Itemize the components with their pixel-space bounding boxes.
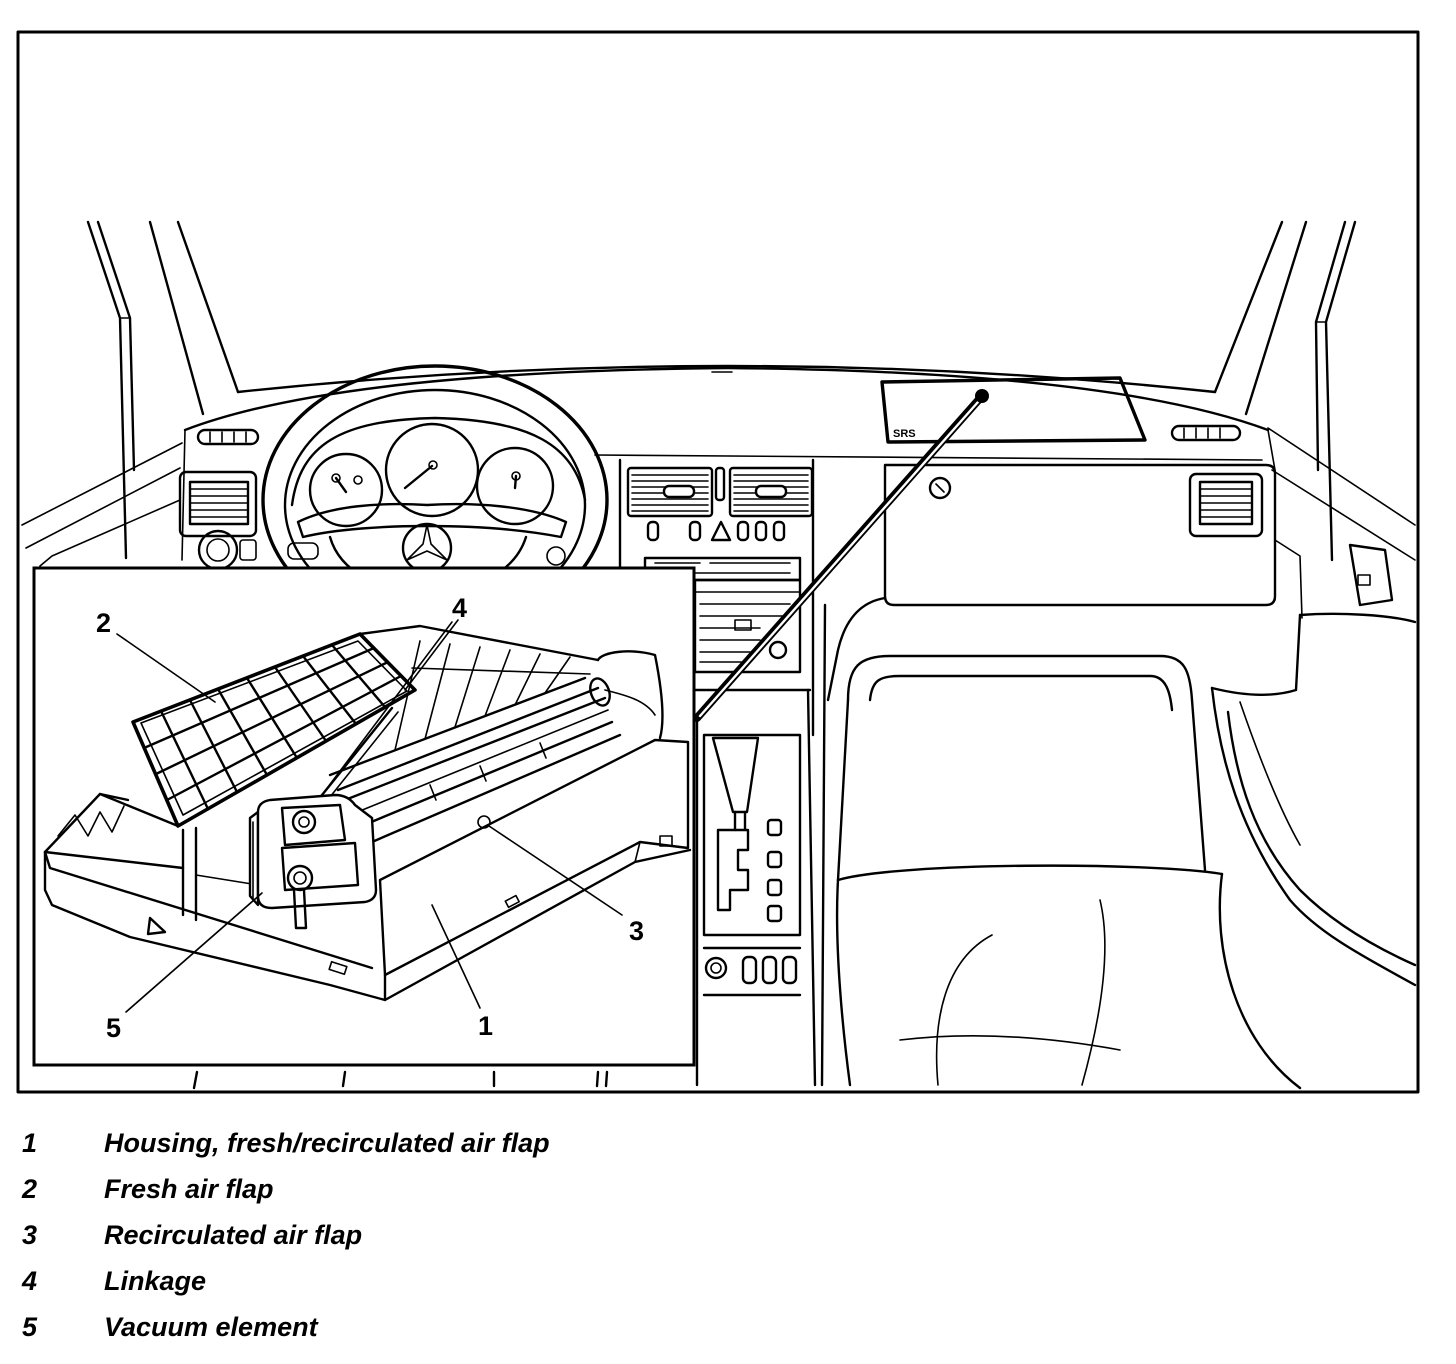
legend-item: 3 Recirculated air flap xyxy=(22,1212,550,1258)
side-air-vent-right xyxy=(1188,472,1264,538)
legend-number: 3 xyxy=(22,1220,38,1250)
defroster-vent-left xyxy=(196,428,260,446)
callout-leader-lines xyxy=(116,619,623,1013)
dashboard-top xyxy=(181,366,1303,619)
leader-line-1 xyxy=(431,904,481,1009)
switch-row xyxy=(646,520,786,542)
legend-number: 5 xyxy=(22,1312,38,1342)
legend-number: 1 xyxy=(22,1128,38,1158)
gear-shifter xyxy=(711,736,760,912)
instrument-cluster xyxy=(290,416,587,528)
legend-label: Fresh air flap xyxy=(104,1174,274,1204)
door-panel xyxy=(1210,543,1417,987)
location-marker-dot xyxy=(975,389,989,403)
gauge-right xyxy=(475,446,555,526)
legend-label: Vacuum element xyxy=(104,1312,318,1342)
air-flap-housing xyxy=(43,624,692,1002)
hazard-warning-icon xyxy=(710,520,732,542)
outer-frame xyxy=(16,30,1420,1094)
defroster-vent-right xyxy=(1170,424,1242,442)
mercedes-star-logo xyxy=(401,522,453,574)
center-console xyxy=(695,688,817,1087)
detail-inset: 2 4 3 5 1 xyxy=(32,566,696,1067)
callout-2: 2 xyxy=(96,608,111,638)
speedometer-gauge xyxy=(384,422,480,518)
legend-item: 1 Housing, fresh/recirculated air flap xyxy=(22,1120,550,1166)
center-air-vents xyxy=(626,466,814,518)
airbag-cover: SRS xyxy=(880,376,1147,444)
glove-box xyxy=(883,463,1277,607)
right-a-pillar xyxy=(1213,220,1416,562)
legend: 1 Housing, fresh/recirculated air flap 2 F… xyxy=(22,1120,550,1350)
recirculated-air-flap xyxy=(328,676,622,847)
fresh-air-flap-grille xyxy=(131,632,417,828)
leader-line-5 xyxy=(125,892,263,1013)
legend-item: 4 Linkage xyxy=(22,1258,550,1304)
leader-line-4 xyxy=(321,619,459,796)
legend-item: 2 Fresh air flap xyxy=(22,1166,550,1212)
passenger-seat xyxy=(820,596,1302,1090)
callout-4: 4 xyxy=(452,593,467,623)
legend-number: 4 xyxy=(22,1266,38,1296)
glove-box-lock xyxy=(928,476,952,500)
legend-label: Linkage xyxy=(104,1266,207,1296)
location-pointer-line xyxy=(693,389,989,722)
legend-label: Recirculated air flap xyxy=(104,1220,363,1250)
callout-3: 3 xyxy=(629,916,644,946)
legend-number: 2 xyxy=(22,1174,38,1204)
gauge-left xyxy=(308,452,384,528)
callout-5: 5 xyxy=(106,1013,121,1043)
left-a-pillar xyxy=(21,220,240,567)
legend-label: Housing, fresh/recirculated air flap xyxy=(104,1128,550,1158)
leader-line-2 xyxy=(116,633,216,703)
airbag-srs-label: SRS xyxy=(893,428,916,440)
vacuum-element xyxy=(248,793,378,930)
callout-1: 1 xyxy=(478,1011,493,1041)
dashboard-illustration: SRS xyxy=(21,220,1417,1090)
legend-item: 5 Vacuum element xyxy=(22,1304,550,1350)
seat-rail-marks xyxy=(192,1070,609,1090)
side-air-vent-left xyxy=(178,470,258,538)
leader-line-3 xyxy=(488,825,623,916)
